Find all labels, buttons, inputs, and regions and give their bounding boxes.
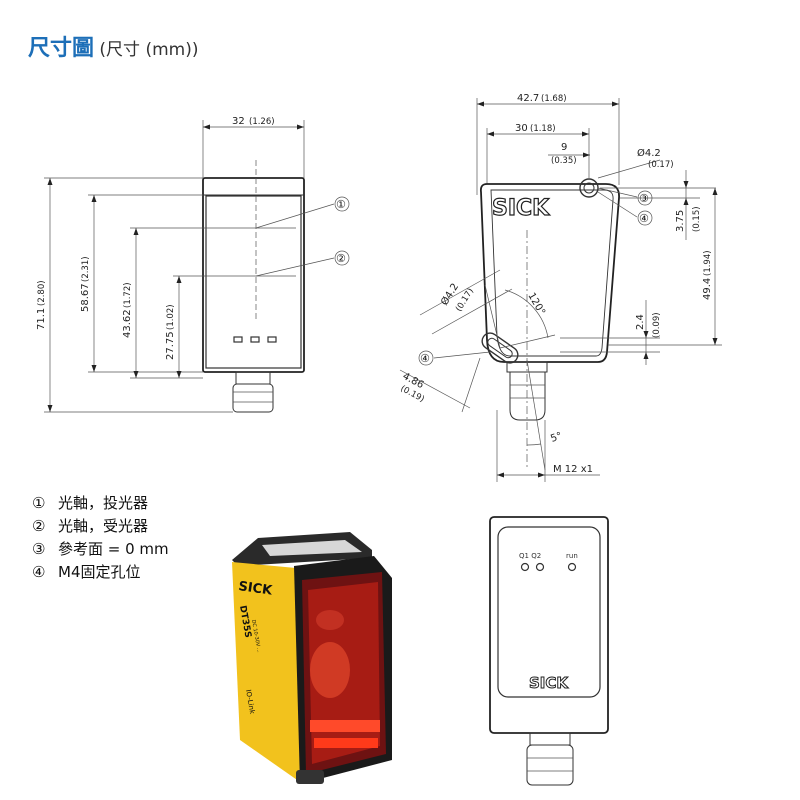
- dim-width-42: 42.7: [517, 93, 539, 104]
- dim-dia-top: Ø4.2: [637, 147, 661, 159]
- dim-height-71: 71.1: [36, 308, 47, 330]
- dim-9: 9: [561, 142, 567, 153]
- side-brand-logo: SICK: [492, 196, 550, 221]
- dim-height-71-in: (2.80): [37, 280, 47, 306]
- legend-text-3: 參考面 = 0 mm: [58, 540, 169, 558]
- dim-height-27-in: (1.02): [166, 304, 176, 330]
- header: 尺寸圖 (尺寸 (mm)): [28, 30, 198, 62]
- back-led-run: run: [566, 552, 578, 560]
- dim-thread: M 12 x1: [553, 464, 593, 475]
- legend-num-3: ③: [32, 540, 45, 558]
- side-view: 42.7 (1.68) 30 (1.18) 9 (0.35) Ø4.2 (0.1…: [399, 93, 722, 482]
- dim-24: 2.4: [635, 314, 646, 330]
- page-subtitle: (尺寸 (mm)): [94, 40, 199, 60]
- legend-num-4: ④: [32, 563, 45, 581]
- callout-3: ③: [639, 192, 649, 205]
- dim-width-32: 32: [232, 116, 245, 127]
- back-led-labels: Q1 Q2: [519, 552, 541, 560]
- legend: ① 光軸，投光器 ② 光軸，受光器 ③ 參考面 = 0 mm ④ M4固定孔位: [32, 494, 169, 581]
- dim-width-30: 30: [515, 123, 528, 134]
- dim-width-42-in: (1.68): [541, 94, 567, 104]
- legend-text-4: M4固定孔位: [58, 563, 141, 581]
- dim-9-in: (0.35): [551, 156, 577, 166]
- legend-text-2: 光軸，受光器: [58, 517, 148, 535]
- dim-height-43-in: (1.72): [123, 282, 133, 308]
- dim-494: 49.4: [702, 278, 713, 300]
- page-title: 尺寸圖: [28, 36, 95, 61]
- dim-dia-top-in: (0.17): [648, 160, 674, 170]
- product-photo: SICK DT35S DC 10-30V ... IO-Link: [232, 532, 392, 784]
- legend-num-2: ②: [32, 517, 45, 535]
- dim-height-27: 27.75: [165, 331, 176, 360]
- back-view: Q1 Q2 run SICK: [489, 516, 609, 786]
- dim-width-30-in: (1.18): [530, 124, 556, 134]
- dim-375: 3.75: [675, 210, 686, 232]
- dim-24-in: (0.09): [652, 312, 662, 338]
- dim-angle-5: 5°: [549, 431, 563, 445]
- dim-494-in: (1.94): [703, 250, 713, 276]
- photo-power: DC 10-30V ...: [250, 619, 262, 653]
- callout-2: ②: [336, 252, 346, 265]
- photo-brand: SICK: [237, 579, 273, 599]
- dim-375-in: (0.15): [692, 206, 702, 232]
- legend-num-1: ①: [32, 494, 45, 512]
- callout-1: ①: [336, 198, 346, 211]
- dim-height-58: 58.67: [80, 283, 91, 312]
- dim-width-32-in: (1.26): [249, 117, 275, 127]
- dim-height-58-in: (2.31): [81, 256, 91, 282]
- back-brand-logo: SICK: [529, 674, 569, 692]
- callout-4-top: ④: [639, 212, 649, 225]
- legend-text-1: 光軸，投光器: [58, 494, 148, 512]
- dim-height-43: 43.62: [122, 309, 133, 338]
- front-view: 32 (1.26) ① ②: [36, 116, 350, 413]
- callout-4-bottom: ④: [420, 352, 430, 365]
